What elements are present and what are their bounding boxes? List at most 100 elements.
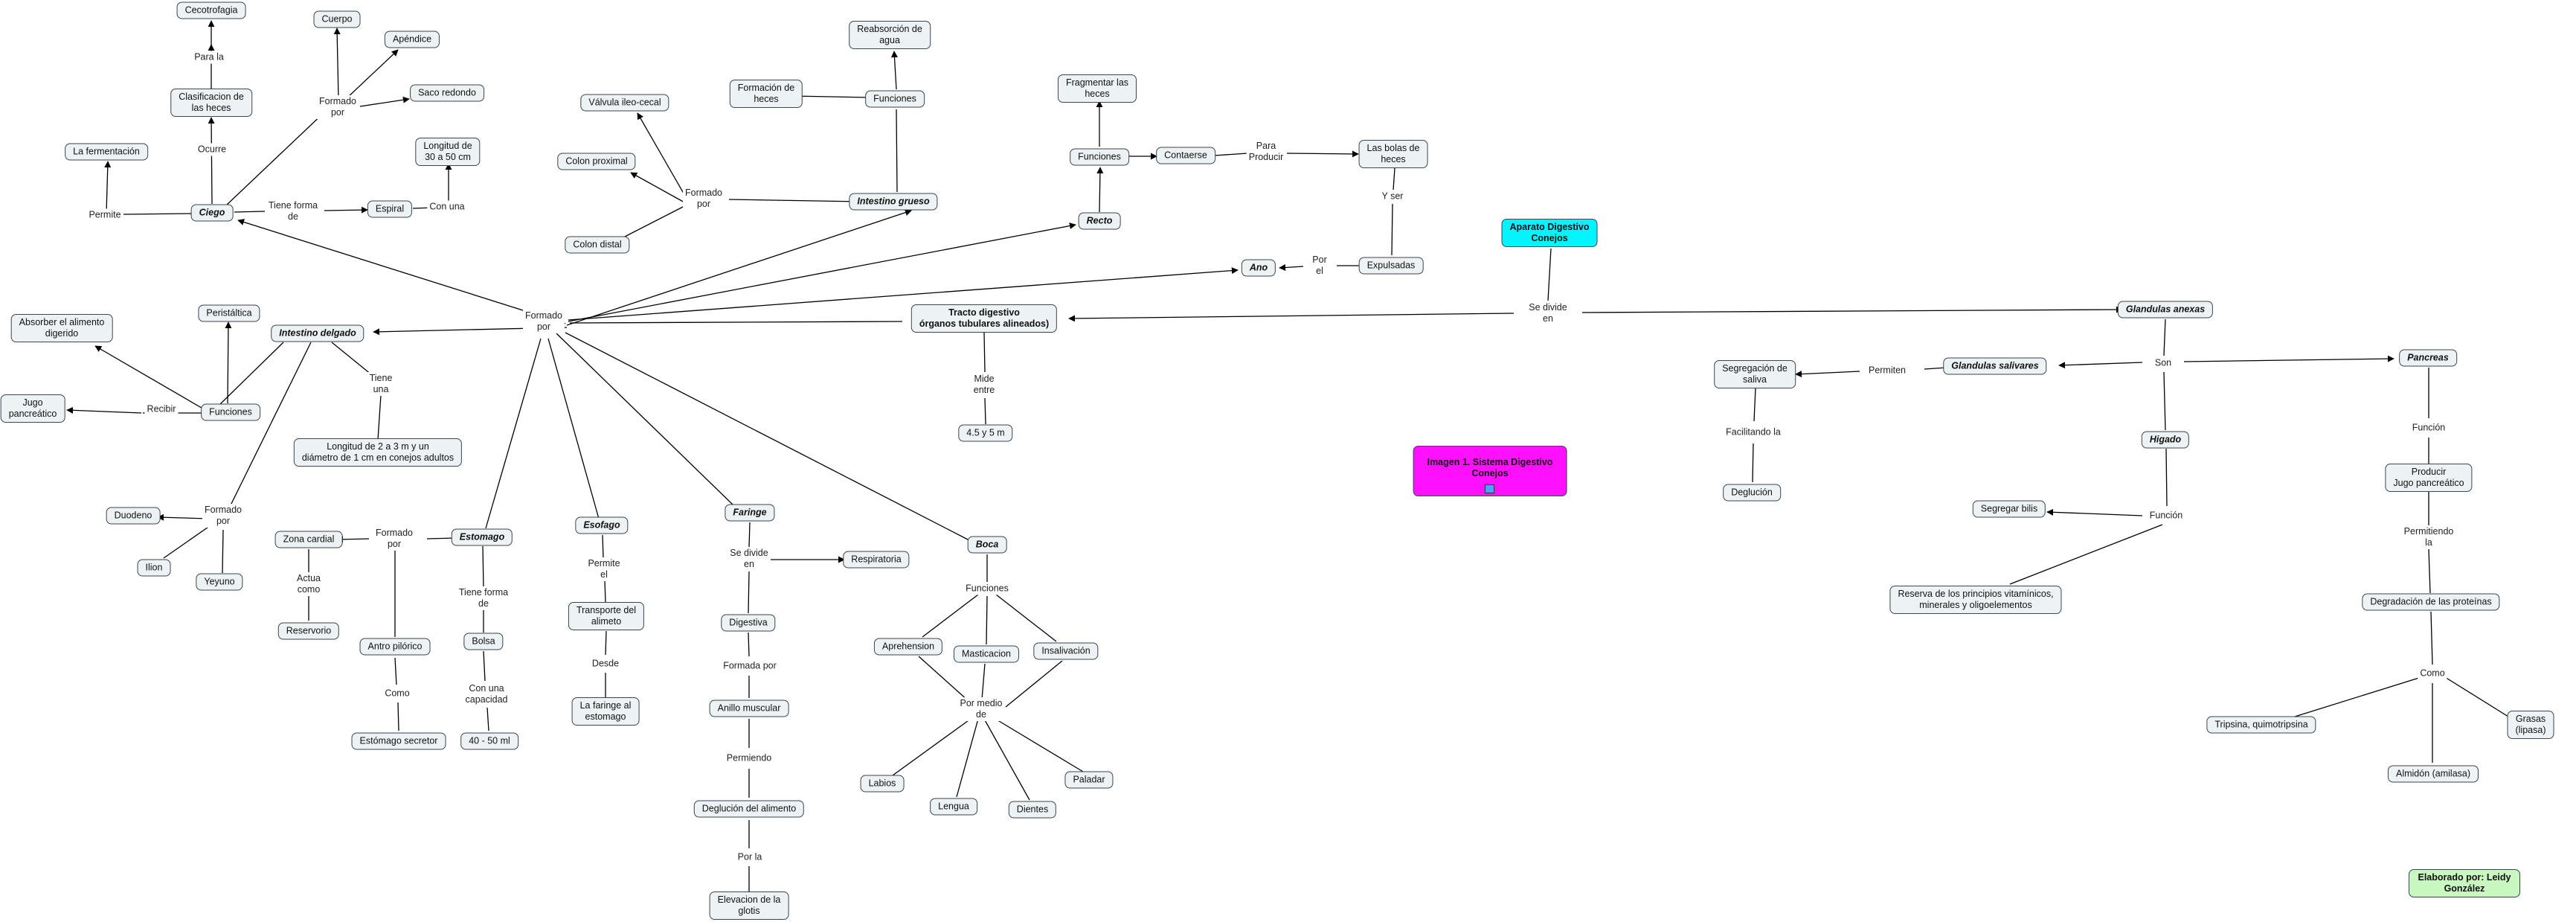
node-antro-pilorico[interactable]: Antro pilórico — [359, 638, 431, 656]
connector-line — [1005, 660, 1063, 708]
link-formado-por-delgado: Formado por — [202, 504, 245, 528]
connector-line — [482, 545, 484, 588]
node-longitud-2-3m[interactable]: Longitud de 2 a 3 m y un diámetro de 1 c… — [293, 438, 463, 467]
node-absorber[interactable]: Absorber el alimento digerido — [10, 314, 113, 342]
link-mide-entre: Mide entre — [971, 373, 998, 397]
node-reserva-principios[interactable]: Reserva de los principios vitamínicos, m… — [1889, 586, 2062, 614]
node-ilion[interactable]: Ilion — [137, 559, 171, 577]
node-expulsadas[interactable]: Expulsadas — [1358, 257, 1424, 275]
node-contaerse[interactable]: Contaerse — [1156, 147, 1215, 164]
node-pancreas[interactable]: Pancreas — [2399, 349, 2457, 367]
node-aparato-digestivo[interactable]: Aparato Digestivo Conejos — [1501, 219, 1598, 247]
node-glandulas-salivares[interactable]: Glandulas salivares — [1943, 357, 2047, 375]
node-producir-jugo[interactable]: Producir Jugo pancreático — [2385, 464, 2473, 492]
node-jugo-pancreatico[interactable]: Jugo pancreático — [0, 394, 65, 423]
connector-line — [748, 571, 750, 614]
node-cuerpo[interactable]: Cuerpo — [313, 10, 361, 28]
connector-arrow — [208, 117, 215, 205]
node-tripsina[interactable]: Tripsina, quimotripsina — [2206, 716, 2316, 734]
node-tracto-digestivo[interactable]: Tracto digestivo órganos tubulares aline… — [910, 304, 1058, 333]
connector-arrow — [157, 513, 209, 521]
connector-line — [1753, 388, 1756, 422]
connector-line — [995, 594, 1057, 642]
node-cecotrofagia[interactable]: Cecotrofagia — [176, 1, 246, 19]
node-duodeno[interactable]: Duodeno — [106, 507, 161, 525]
node-reabsorcion-agua[interactable]: Reabsorción de agua — [849, 21, 931, 49]
node-imagen-sistema-digestivo[interactable]: Imagen 1. Sistema Digestivo Conejos — [1413, 446, 1567, 496]
link-formado-por-estomago: Formado por — [373, 527, 416, 551]
node-4-5-5m[interactable]: 4.5 y 5 m — [958, 424, 1013, 442]
connector-arrow — [104, 161, 112, 214]
node-aprehension[interactable]: Aprehension — [873, 638, 943, 656]
node-ano[interactable]: Ano — [1241, 259, 1276, 277]
node-dientes[interactable]: Dientes — [1008, 801, 1057, 819]
link-formado-por-ciego: Formado por — [316, 95, 359, 119]
node-peristaltica[interactable]: Peristáltica — [198, 304, 260, 322]
connector-arrow — [890, 51, 898, 90]
node-paladar[interactable]: Paladar — [1064, 771, 1114, 789]
node-fermentacion[interactable]: La fermentación — [65, 143, 148, 161]
node-insalivacion[interactable]: Insalivación — [1033, 642, 1099, 660]
node-40-50-ml[interactable]: 40 - 50 ml — [460, 732, 518, 750]
node-clasificacion-heces[interactable]: Clasificacion de las heces — [170, 89, 252, 117]
node-fragmentar-heces[interactable]: Fragmentar las heces — [1057, 74, 1137, 103]
node-faringe-estomago[interactable]: La faringe al estomago — [571, 697, 640, 726]
node-deglucion[interactable]: Deglución — [1723, 484, 1781, 502]
node-almidon-amilasa[interactable]: Almidón (amilasa) — [2387, 765, 2479, 783]
node-formacion-heces[interactable]: Formación de heces — [729, 80, 803, 108]
node-intestino-grueso[interactable]: Intestino grueso — [849, 193, 938, 211]
node-masticacion[interactable]: Masticacion — [954, 645, 1019, 663]
node-colon-proximal[interactable]: Colon proximal — [557, 153, 636, 170]
node-esofago[interactable]: Esofago — [575, 516, 629, 534]
node-segregar-bilis[interactable]: Segregar bilis — [1972, 500, 2046, 518]
node-deglucion-alimento[interactable]: Deglución del alimento — [693, 800, 805, 818]
node-funciones-delgado[interactable]: Funciones — [201, 403, 260, 421]
connector-arrow — [630, 172, 687, 204]
link-como-pancreas: Como — [2418, 667, 2447, 680]
node-zona-cardial[interactable]: Zona cardial — [274, 531, 343, 548]
node-colon-distal[interactable]: Colon distal — [565, 236, 630, 254]
node-recto[interactable]: Recto — [1078, 212, 1121, 230]
node-digestiva[interactable]: Digestiva — [721, 614, 776, 632]
link-para-la: Para la — [192, 51, 226, 64]
node-saco-redondo[interactable]: Saco redondo — [410, 84, 484, 102]
node-glandulas-anexas[interactable]: Glandulas anexas — [2117, 301, 2214, 318]
node-apendice[interactable]: Apéndice — [384, 31, 440, 48]
link-desde: Desde — [589, 657, 622, 670]
connector-line — [2428, 548, 2431, 594]
node-funciones-recto[interactable]: Funciones — [1070, 148, 1129, 166]
node-espiral[interactable]: Espiral — [367, 200, 413, 218]
node-segregacion-saliva[interactable]: Segregación de saliva — [1714, 360, 1796, 388]
connector-line — [228, 342, 312, 510]
node-grasas-lipasa[interactable]: Grasas (lipasa) — [2507, 711, 2554, 739]
connector-line — [163, 523, 213, 559]
node-lengua[interactable]: Lengua — [930, 798, 977, 816]
node-funciones-grueso[interactable]: Funciones — [865, 90, 925, 108]
node-ciego[interactable]: Ciego — [190, 204, 234, 222]
node-intestino-delgado[interactable]: Intestino delgado — [271, 324, 364, 342]
node-transporte-alimento[interactable]: Transporte del alimeto — [568, 602, 645, 630]
connector-arrow — [2183, 355, 2394, 362]
node-faringe[interactable]: Faringe — [725, 504, 775, 522]
connector-line — [225, 110, 327, 206]
node-estomago-secretor[interactable]: Estómago secretor — [351, 732, 446, 750]
node-reservorio[interactable]: Reservorio — [277, 622, 340, 640]
node-yeyuno[interactable]: Yeyuno — [196, 573, 243, 591]
node-higado[interactable]: Higado — [2141, 431, 2190, 449]
node-bolsa[interactable]: Bolsa — [463, 633, 504, 650]
connector-line — [394, 657, 397, 685]
node-elevacion-glotis[interactable]: Elevacion de la glotis — [709, 891, 789, 920]
node-estomago[interactable]: Estomago — [451, 528, 513, 546]
node-valvula-ileo-cecal[interactable]: Válvula ileo-cecal — [580, 94, 669, 112]
connector-line — [1393, 167, 1395, 191]
node-degradacion-proteinas[interactable]: Degradación de las proteínas — [2362, 593, 2500, 611]
image-icon[interactable] — [1485, 484, 1495, 493]
node-labios[interactable]: Labios — [860, 775, 905, 793]
node-respiratoria[interactable]: Respiratoria — [843, 551, 910, 569]
node-longitud-30-50[interactable]: Longitud de 30 a 50 cm — [415, 138, 481, 166]
node-anillo-muscular[interactable]: Anillo muscular — [709, 699, 789, 717]
connector-arrow — [1581, 306, 2123, 313]
node-bolas-heces[interactable]: Las bolas de heces — [1358, 140, 1428, 168]
node-boca[interactable]: Boca — [967, 536, 1007, 554]
